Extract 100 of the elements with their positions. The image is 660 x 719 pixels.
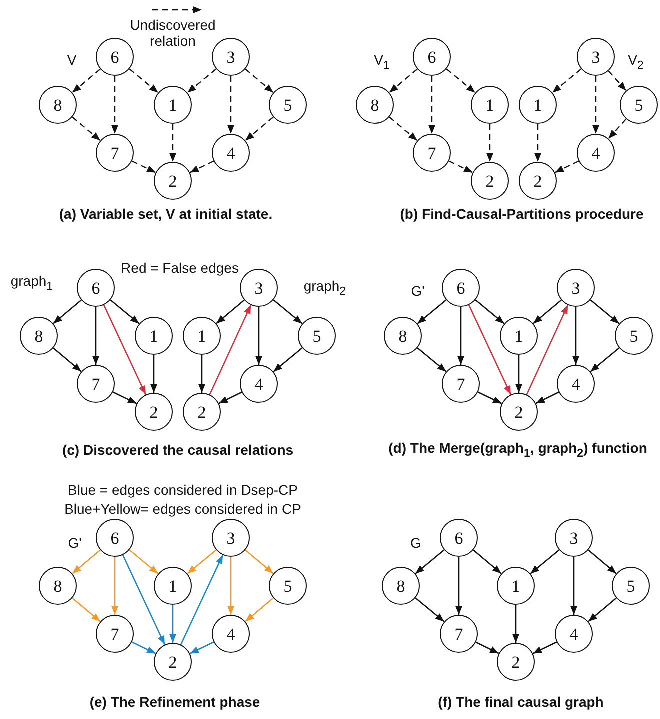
- node-number: 5: [630, 328, 638, 344]
- arrow: [389, 68, 418, 94]
- node-number: 3: [254, 280, 264, 296]
- node-number: 4: [226, 626, 236, 642]
- arrow: [112, 76, 118, 134]
- node-number: 1: [198, 328, 206, 344]
- arrow: [245, 116, 274, 142]
- node-circle: [577, 134, 615, 172]
- node-circle: [96, 615, 134, 653]
- node-circle: [500, 317, 538, 355]
- color-note: Blue = edges considered in Dsep-CP: [68, 482, 298, 498]
- node-circle: [154, 643, 192, 681]
- node-number: 5: [626, 578, 636, 594]
- node-number: 3: [226, 530, 236, 546]
- node-circle: [154, 86, 192, 124]
- arrow: [590, 348, 620, 372]
- graph-label: G': [411, 283, 425, 299]
- node-number: 1: [534, 96, 542, 114]
- set-label: V: [67, 52, 77, 68]
- node-circle: [442, 365, 480, 403]
- node-number: 3: [570, 530, 578, 546]
- node-number: 1: [486, 96, 494, 114]
- node-number: 8: [54, 578, 62, 594]
- node-circle: [471, 162, 509, 200]
- node-circle: [154, 567, 192, 605]
- set-label: V$_{1}$: [374, 52, 390, 72]
- arrow: [273, 300, 303, 324]
- node-circle: [382, 567, 420, 605]
- node-circle: [384, 317, 422, 355]
- node-circle: [269, 86, 307, 124]
- arrow: [389, 116, 418, 142]
- arrow: [417, 300, 447, 324]
- node-number: 2: [534, 172, 542, 190]
- arrow: [570, 557, 578, 615]
- node-number: 8: [396, 578, 406, 594]
- node-circle: [183, 317, 221, 355]
- arrow: [446, 68, 476, 94]
- node-circle: [500, 393, 538, 431]
- node-number: 2: [514, 404, 524, 420]
- node-circle: [212, 519, 250, 557]
- arrow: [180, 554, 224, 646]
- node-number: 5: [284, 96, 292, 114]
- arrow: [552, 68, 582, 94]
- arrow: [533, 300, 562, 324]
- node-number: 4: [226, 144, 236, 162]
- node-circle: [519, 162, 557, 200]
- arrow: [526, 305, 569, 395]
- arrow: [245, 550, 274, 574]
- node-circle: [240, 365, 278, 403]
- arrow: [170, 124, 176, 162]
- panel-caption: (a) Variable set, V at initial state.: [59, 206, 273, 222]
- node-number: 2: [486, 172, 494, 190]
- arrow: [478, 392, 502, 404]
- arrow: [72, 598, 101, 622]
- graph-label: G: [410, 535, 422, 551]
- node-circle: [471, 86, 509, 124]
- node-circle: [269, 567, 307, 605]
- node-circle: [183, 393, 221, 431]
- node-number: 3: [572, 280, 580, 296]
- node-circle: [577, 38, 615, 76]
- node-number: 1: [150, 328, 158, 344]
- arrow: [218, 392, 242, 404]
- node-number: 7: [428, 144, 436, 162]
- arrow: [228, 557, 234, 615]
- arrow: [132, 160, 156, 174]
- node-number: 4: [570, 626, 578, 642]
- arrow: [273, 348, 303, 372]
- node-number: 4: [572, 376, 580, 392]
- node-circle: [212, 38, 250, 76]
- arrow: [608, 118, 627, 140]
- arrow: [590, 300, 620, 324]
- node-number: 6: [92, 280, 100, 296]
- arrow: [415, 598, 445, 622]
- arrow: [448, 160, 474, 174]
- node-number: 7: [456, 376, 466, 392]
- node-number: 6: [456, 280, 466, 296]
- node-number: 1: [168, 96, 178, 114]
- node-circle: [154, 162, 192, 200]
- arrow: [554, 160, 580, 174]
- node-circle: [20, 317, 58, 355]
- graph-label: graph$_{1}$: [10, 273, 54, 293]
- node-number: 5: [284, 578, 292, 594]
- node-circle: [615, 317, 653, 355]
- node-circle: [39, 86, 77, 124]
- arrow: [112, 557, 118, 615]
- node-circle: [135, 317, 173, 355]
- set-label: V$_{2}$: [628, 52, 644, 72]
- arrow: [475, 300, 505, 324]
- arrow: [187, 550, 217, 574]
- arrow: [132, 642, 156, 654]
- arrow: [468, 304, 512, 396]
- arrow: [516, 355, 522, 393]
- arrow: [92, 307, 100, 365]
- node-circle: [440, 615, 478, 653]
- node-circle: [620, 86, 658, 124]
- arrow: [129, 550, 159, 574]
- node-number: 6: [454, 530, 464, 546]
- node-number: 3: [592, 48, 600, 66]
- node-number: 8: [398, 328, 408, 344]
- node-number: 7: [110, 144, 120, 162]
